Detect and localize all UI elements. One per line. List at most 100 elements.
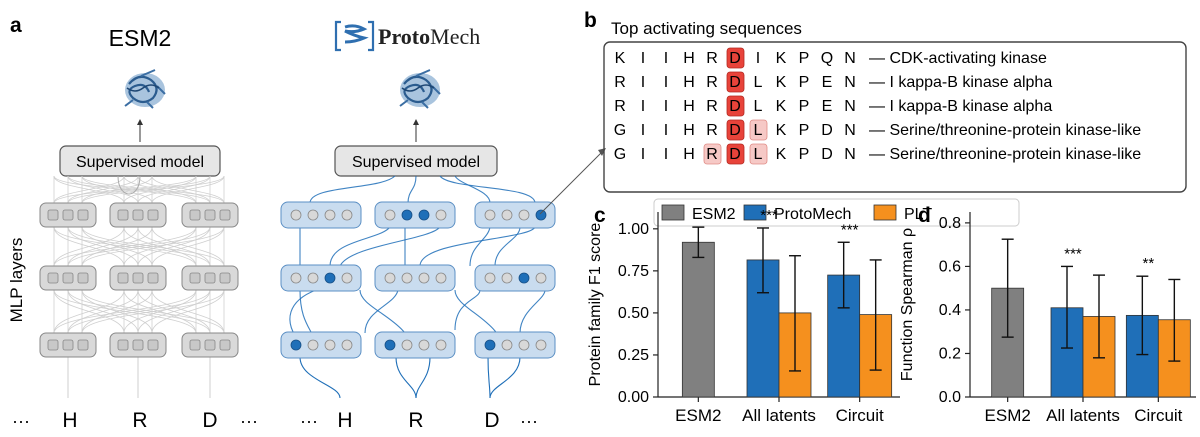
residue: I: [641, 146, 645, 163]
residue: D: [821, 122, 833, 139]
esm2-neuron: [189, 339, 201, 351]
esm2-neuron: [47, 209, 59, 221]
residue: R: [614, 98, 626, 115]
residue: G: [614, 146, 626, 163]
y-tick-label: 0.4: [939, 302, 961, 319]
circuit-connection: [419, 226, 536, 267]
esm2-connection: [123, 226, 197, 267]
significance-label: ***: [841, 221, 859, 238]
residue: K: [776, 98, 787, 115]
significance-label: ***: [760, 207, 778, 224]
residue-highlight-light: [703, 143, 722, 165]
esm2-connection: [123, 175, 197, 204]
inactive-neuron: [324, 339, 336, 351]
inactive-neuron: [324, 209, 336, 221]
residue: N: [844, 98, 856, 115]
esm2-connection: [81, 289, 225, 334]
active-neuron: [535, 209, 547, 221]
residue: N: [844, 122, 856, 139]
esm2-neuron: [117, 339, 129, 351]
residue: I: [664, 50, 668, 67]
legend-label: ProtoMech: [774, 206, 851, 223]
y-axis-label: Protein family F1 score: [587, 223, 604, 387]
esm2-connection: [137, 289, 211, 334]
esm2-neuron: [47, 339, 59, 351]
circuit-connection: [339, 226, 441, 267]
arrow-to-protein-left: [137, 119, 143, 142]
residue: H: [683, 146, 695, 163]
esm2-connection: [117, 175, 141, 195]
inactive-neuron: [435, 272, 447, 284]
protomech-circuit-network: [280, 175, 556, 399]
esm2-connection: [137, 226, 211, 267]
esm2-neuron-group: [39, 265, 97, 291]
residue: D: [729, 98, 741, 115]
residue: P: [799, 122, 810, 139]
y-tick-label: 0.6: [939, 258, 961, 275]
inactive-neuron: [341, 272, 353, 284]
esm2-neuron-group: [39, 332, 97, 358]
y-tick-label: 0.25: [618, 347, 649, 364]
token-H: H: [62, 409, 77, 432]
circuit-connection: [454, 175, 491, 204]
active-neuron: [324, 272, 336, 284]
inactive-neuron: [307, 209, 319, 221]
residue: K: [615, 50, 626, 67]
residue: I: [641, 50, 645, 67]
esm2-neuron: [62, 339, 74, 351]
inactive-neuron: [484, 272, 496, 284]
esm2-connection: [53, 226, 125, 267]
residue: I: [641, 74, 645, 91]
active-neuron: [484, 339, 496, 351]
residue: P: [799, 50, 810, 67]
x-tick-label: ESM2: [985, 406, 1031, 425]
svg-text:ProtoMech: ProtoMech: [378, 24, 480, 49]
esm2-neuron: [62, 209, 74, 221]
logo-mech: Mech: [430, 24, 480, 49]
residue: R: [706, 74, 718, 91]
esm2-neuron: [132, 272, 144, 284]
esm2-neuron-group: [181, 265, 239, 291]
logo-proto: Proto: [378, 24, 430, 49]
inactive-neuron: [341, 339, 353, 351]
active-neuron: [290, 339, 302, 351]
legend-swatch: [873, 204, 897, 221]
x-tick-label: All latents: [742, 406, 816, 425]
circuit-input-line: [487, 356, 491, 399]
residue: R: [706, 146, 718, 163]
token-R: R: [132, 409, 147, 432]
circuit-input-line: [395, 356, 417, 399]
inactive-neuron: [384, 272, 396, 284]
circuit-neuron-group: [374, 331, 456, 359]
residue-highlight-strong: [726, 95, 745, 117]
residue: K: [776, 146, 787, 163]
circuit-connection: [454, 289, 481, 331]
bar: [681, 241, 715, 398]
inactive-neuron: [418, 272, 430, 284]
residue: R: [614, 74, 626, 91]
inactive-neuron: [384, 209, 396, 221]
residue: H: [683, 98, 695, 115]
circuit-input-line: [489, 356, 521, 399]
significance-label: ***: [1064, 245, 1082, 262]
esm2-mlp-network: [39, 175, 239, 398]
circuit-connection: [439, 175, 536, 204]
residue-highlight-strong: [726, 71, 745, 93]
esm2-neuron: [219, 272, 231, 284]
legend-swatch: [661, 204, 685, 221]
active-neuron: [384, 339, 396, 351]
esm2-connection: [67, 226, 211, 267]
esm2-connection: [67, 289, 211, 334]
inactive-neuron: [307, 339, 319, 351]
residue: K: [776, 122, 787, 139]
sequences-box: [603, 41, 1187, 193]
supervised-model-label-left: Supervised model: [76, 154, 204, 171]
token-D: D: [202, 409, 217, 432]
active-neuron: [401, 209, 413, 221]
circuit-neuron-group: [280, 331, 362, 359]
inactive-neuron: [535, 272, 547, 284]
